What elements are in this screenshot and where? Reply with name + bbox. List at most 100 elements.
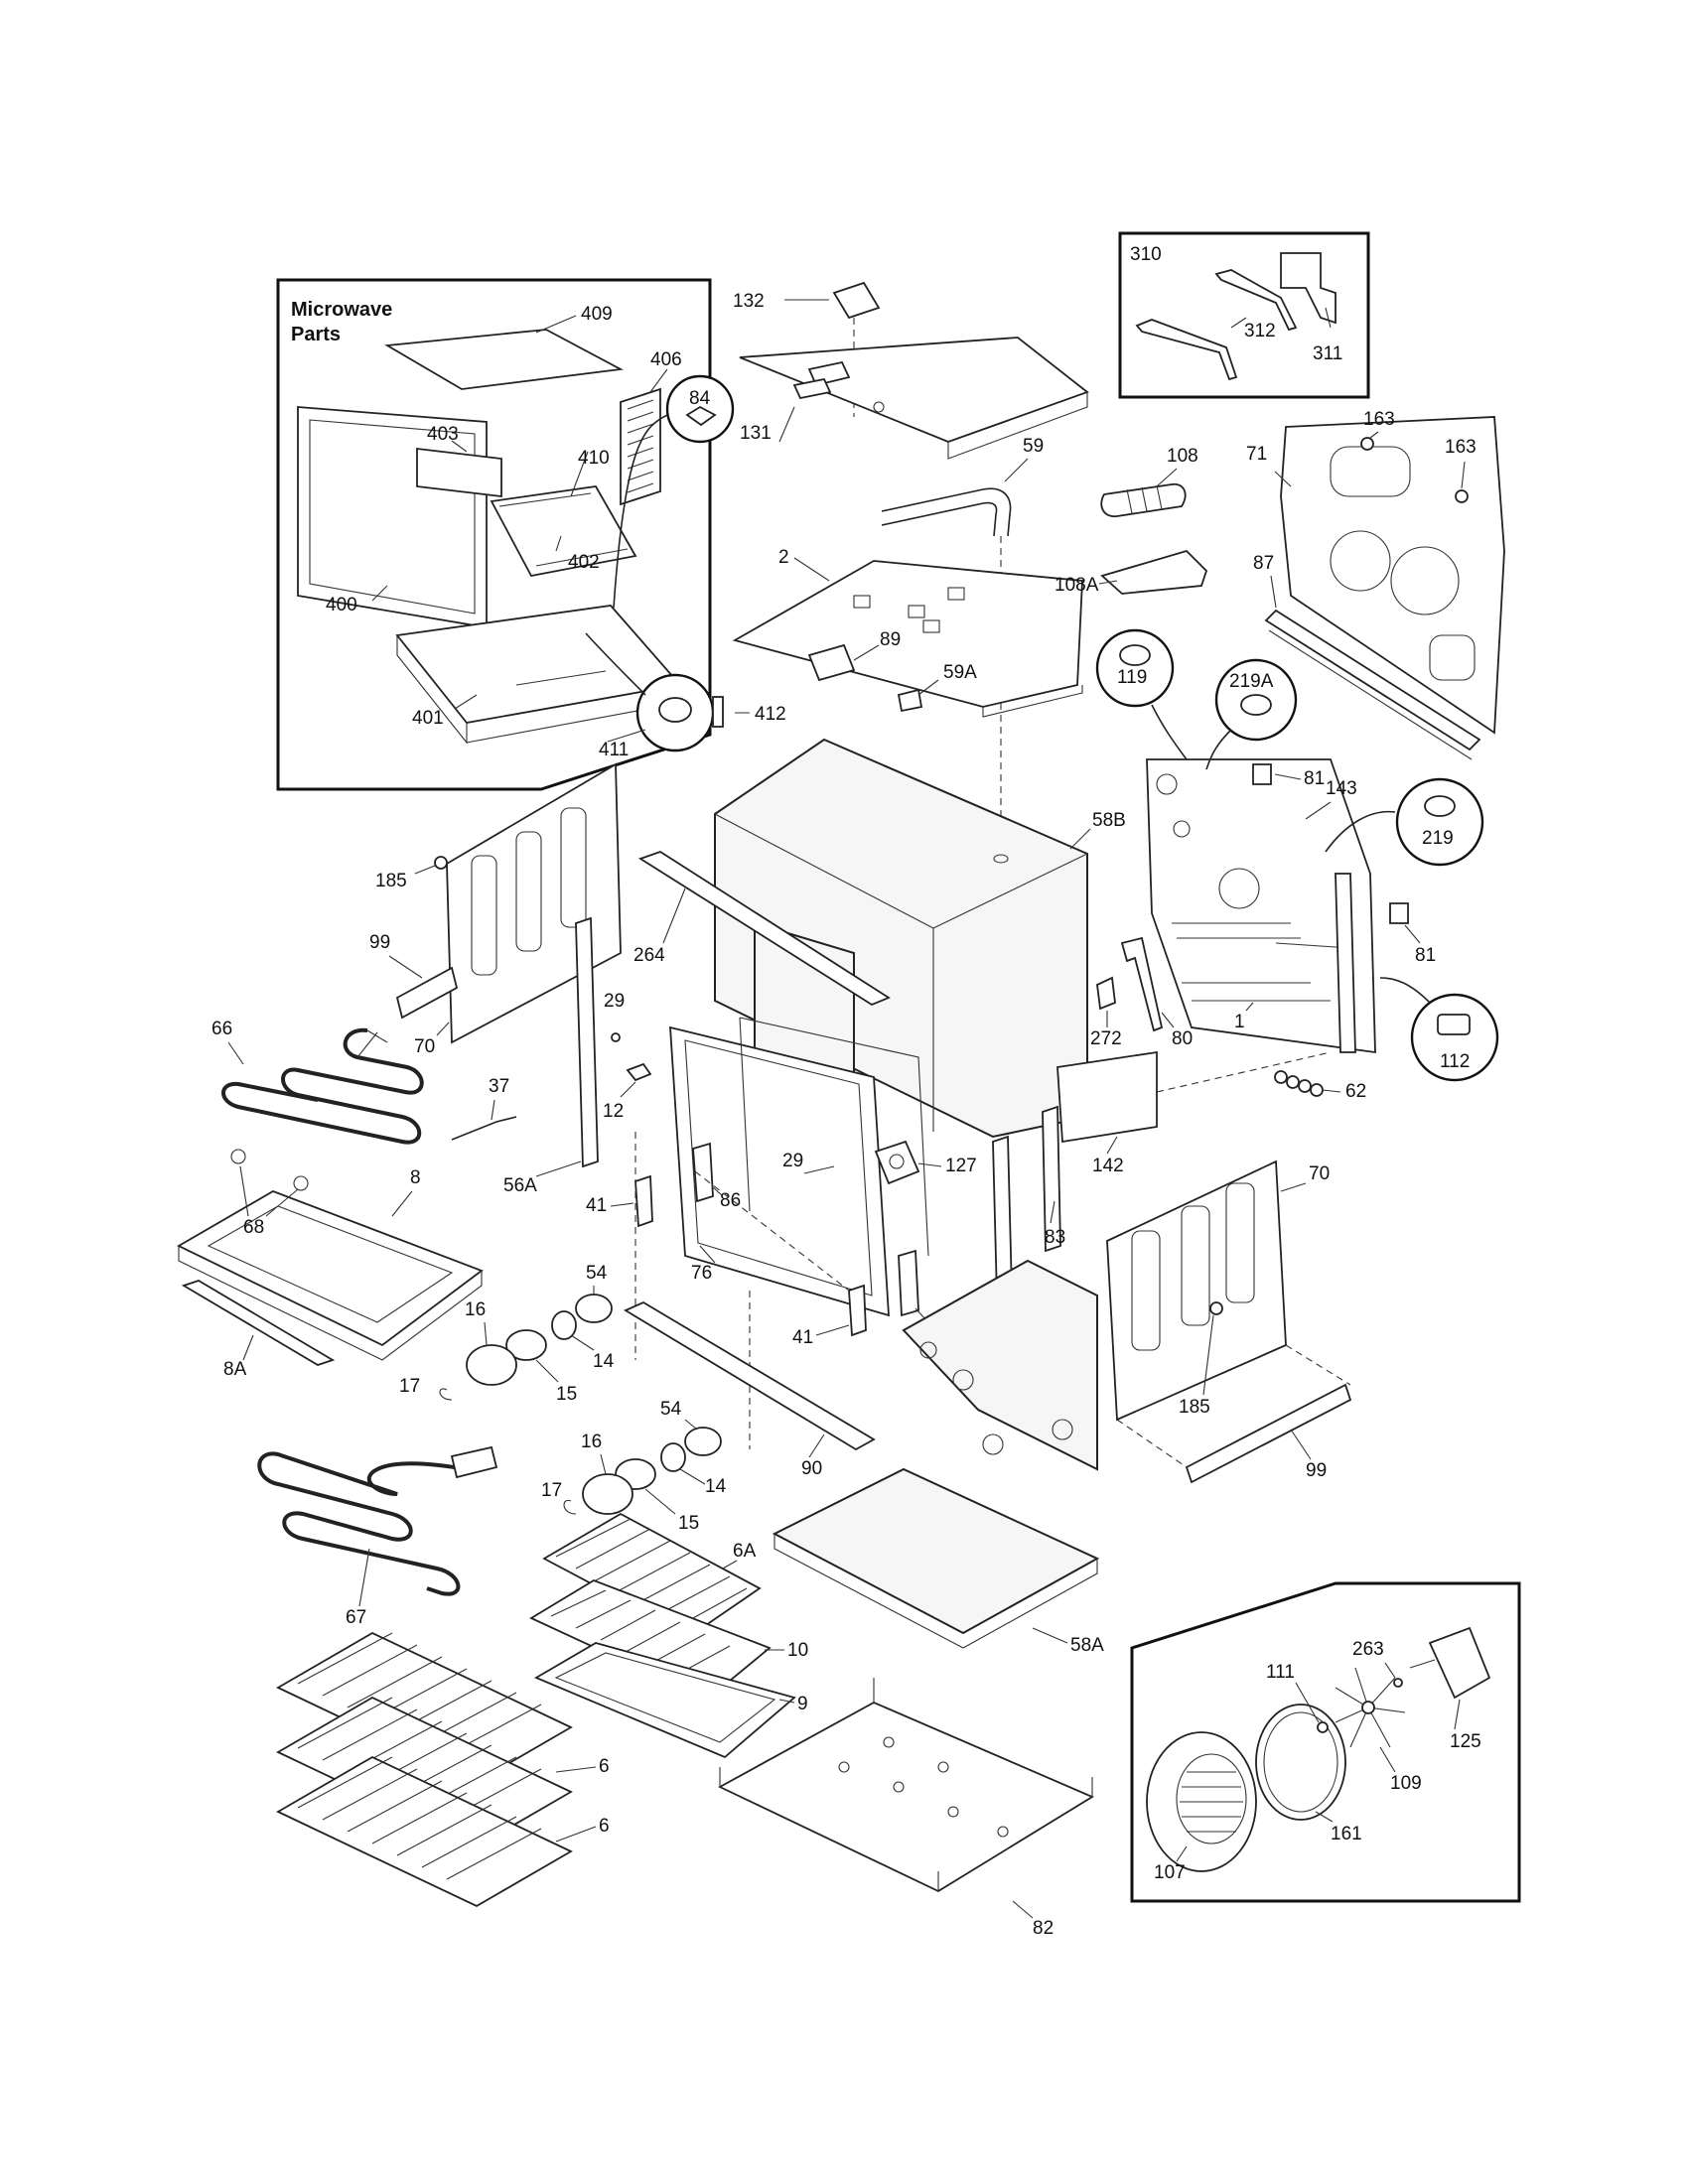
label-99-b: 99 [1306,1460,1327,1481]
part-62-wire-nuts [1274,1070,1324,1097]
kit-310-inset: 310 312 311 [1118,231,1370,399]
label-81-b: 81 [1415,945,1436,966]
part-15-bulb-a [505,1329,547,1361]
part-406-vent-grille [620,387,661,506]
part-81-bracket-2 [1389,902,1409,924]
label-12: 12 [603,1101,624,1122]
label-412: 412 [755,704,786,725]
label-82: 82 [1033,1918,1054,1939]
label-1: 1 [1234,1012,1245,1032]
part-70-left-side-panel [446,762,622,1044]
light-assembly-lower [563,1427,722,1515]
part-108-fan-motor [1100,482,1187,518]
convection-fan-inset: 263 111 125 109 161 107 [1130,1581,1521,1903]
part-17-clip-a [439,1388,453,1401]
label-54-a: 54 [586,1263,608,1284]
part-402-tray [490,485,637,578]
part-8a-strip [181,1280,336,1366]
part-312-bracket-2 [1214,269,1298,332]
label-14-b: 14 [705,1476,727,1497]
label-41-a: 41 [586,1195,607,1216]
label-8a: 8A [223,1359,247,1380]
part-185-nut-b [1209,1301,1223,1315]
label-109: 109 [1390,1773,1422,1794]
label-163-b: 163 [1445,437,1477,458]
part-68-screw [230,1149,246,1164]
part-411-thermostat [658,697,692,723]
part-264-top-trim [637,851,891,1007]
label-219a: 219A [1229,671,1274,692]
label-6-c: 6 [599,1816,610,1837]
part-66-bake-element [221,1027,424,1145]
part-9-broil-pan [533,1642,796,1759]
part-14-socket-a [551,1310,577,1340]
label-6-b: 6 [599,1756,610,1777]
label-29-b: 29 [782,1151,803,1171]
part-119-thermostat [1119,644,1151,666]
part-41-hinge-a [634,1174,653,1228]
part-1-side-panel [1146,758,1376,1054]
label-90: 90 [801,1458,822,1479]
part-17-clip-b [563,1499,577,1515]
label-29-a: 29 [604,991,625,1012]
label-71: 71 [1246,444,1267,465]
part-132-cover-plate [832,281,881,320]
arrow-84 [613,414,668,609]
label-87: 87 [1253,553,1274,574]
label-9: 9 [797,1694,808,1714]
label-8: 8 [410,1167,421,1188]
label-62: 62 [1345,1081,1366,1102]
part-107-fan-cover [1146,1731,1257,1872]
label-81-a: 81 [1304,768,1325,789]
label-310: 310 [1130,244,1162,265]
label-143: 143 [1326,778,1357,799]
part-163-nut-2 [1455,489,1469,503]
label-263: 263 [1352,1639,1384,1660]
part-185-nut-a [434,856,448,870]
part-312-bracket [1135,319,1238,381]
label-17-a: 17 [399,1376,420,1397]
part-58a-bottom-liner [772,1259,1100,1649]
part-16-cover-b [582,1473,633,1515]
part-86-hinge-a [692,1142,714,1203]
part-76-door-gasket-frame [669,1017,929,1317]
label-84: 84 [689,388,711,409]
label-37: 37 [489,1076,509,1097]
part-219a-thermostat [1240,694,1272,716]
label-89: 89 [880,629,901,650]
label-10: 10 [787,1640,808,1661]
label-264: 264 [633,945,665,966]
label-54-b: 54 [660,1399,682,1420]
label-108a: 108A [1055,575,1099,596]
label-14-a: 14 [593,1351,615,1372]
part-108a-bracket [1100,549,1208,595]
part-84-switch [685,405,717,427]
microwave-parts-inset: Microwave Parts [276,278,786,791]
label-161: 161 [1331,1824,1362,1844]
label-312: 312 [1244,321,1276,341]
arrow-112 [1379,977,1431,1004]
part-90-bottom-trim [624,1300,876,1451]
label-70-b: 70 [1309,1163,1330,1184]
part-99-right-rail [1185,1383,1352,1484]
label-410: 410 [578,448,610,469]
label-58a: 58A [1070,1635,1104,1656]
label-41-b: 41 [792,1327,813,1348]
part-161-convection-element [1255,1704,1346,1821]
label-16-b: 16 [581,1432,602,1452]
arrow-119 [1151,704,1188,760]
label-66: 66 [211,1019,232,1039]
part-14-socket-b [660,1442,686,1472]
part-41-hinge-b [848,1284,867,1337]
label-58b: 58B [1092,810,1126,831]
part-54-lens-b [684,1427,722,1456]
part-56a-rack-support [575,916,599,1168]
label-131: 131 [740,423,772,444]
part-71-rear-panel [1280,416,1505,735]
part-8-drip-tray [177,1190,484,1361]
part-86-hinge-b [898,1249,919,1317]
label-111: 111 [1266,1662,1295,1683]
part-top-duct-panel [739,337,1089,460]
label-6a: 6A [733,1541,757,1562]
callout-circle-219 [1395,777,1484,867]
